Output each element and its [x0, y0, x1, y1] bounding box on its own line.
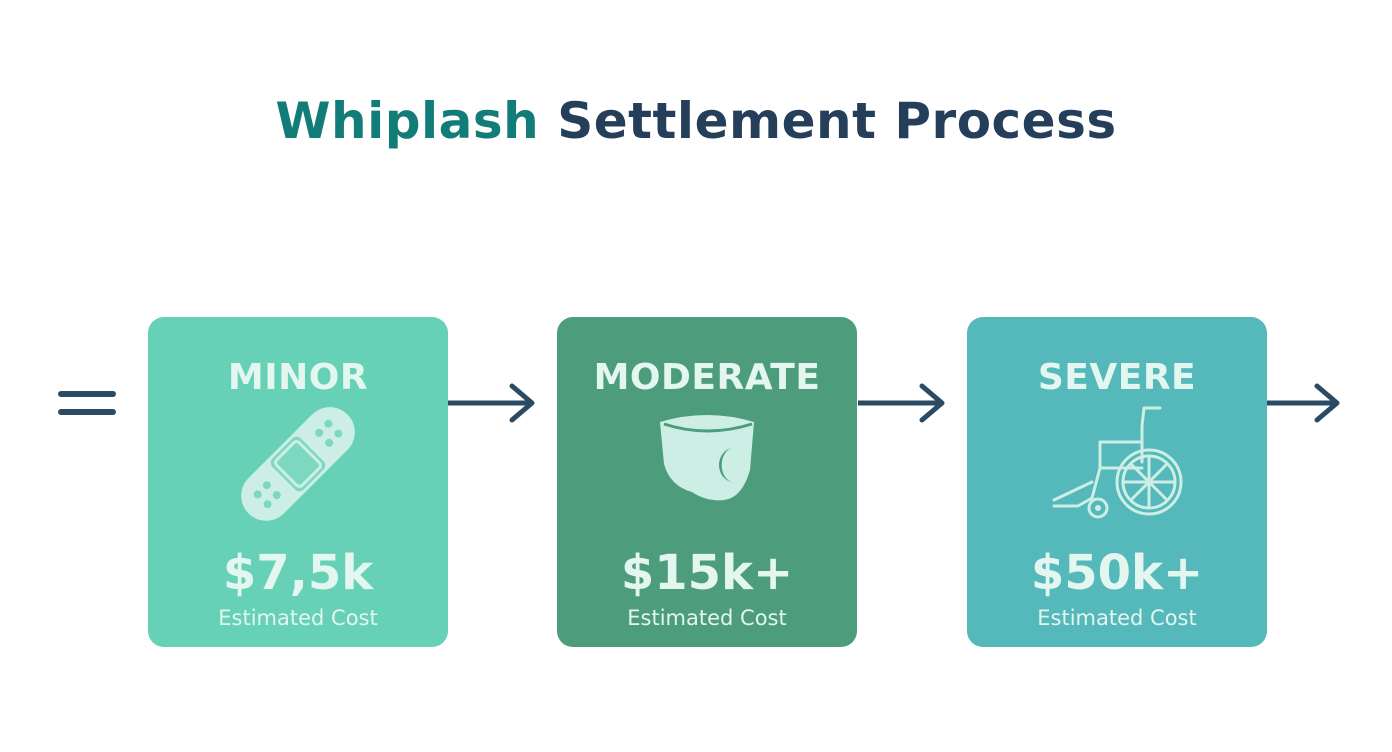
arrow-right-icon	[1267, 383, 1340, 423]
stage-caption: Estimated Cost	[218, 606, 378, 630]
stage-amount: $15k+	[620, 545, 794, 601]
stage-card-minor: MINOR $7,5k Estimated Cost	[148, 317, 448, 647]
title-highlight: Whiplash	[275, 92, 540, 150]
stage-amount: $7,5k	[222, 545, 374, 601]
equals-icon	[58, 391, 116, 415]
stage-label: MODERATE	[593, 357, 821, 398]
arrow-right-icon	[448, 383, 535, 423]
stage-caption: Estimated Cost	[1037, 606, 1197, 630]
neck-brace-icon	[660, 415, 754, 501]
wheelchair-icon	[1052, 406, 1183, 519]
stage-amount: $50k+	[1030, 545, 1204, 601]
stage-card-severe: SEVERE $50k+ Estimated Cost	[967, 317, 1267, 647]
bandage-icon	[241, 407, 355, 521]
page-title: Whiplash Settlement Process	[0, 92, 1392, 150]
stage-caption: Estimated Cost	[627, 606, 787, 630]
arrow-right-icon	[858, 383, 945, 423]
title-main: Settlement Process	[557, 92, 1117, 150]
stage-label: MINOR	[227, 357, 369, 398]
stage-label: SEVERE	[1037, 357, 1197, 398]
stage-card-moderate: MODERATE $15k+ Estimated Cost	[557, 317, 857, 647]
